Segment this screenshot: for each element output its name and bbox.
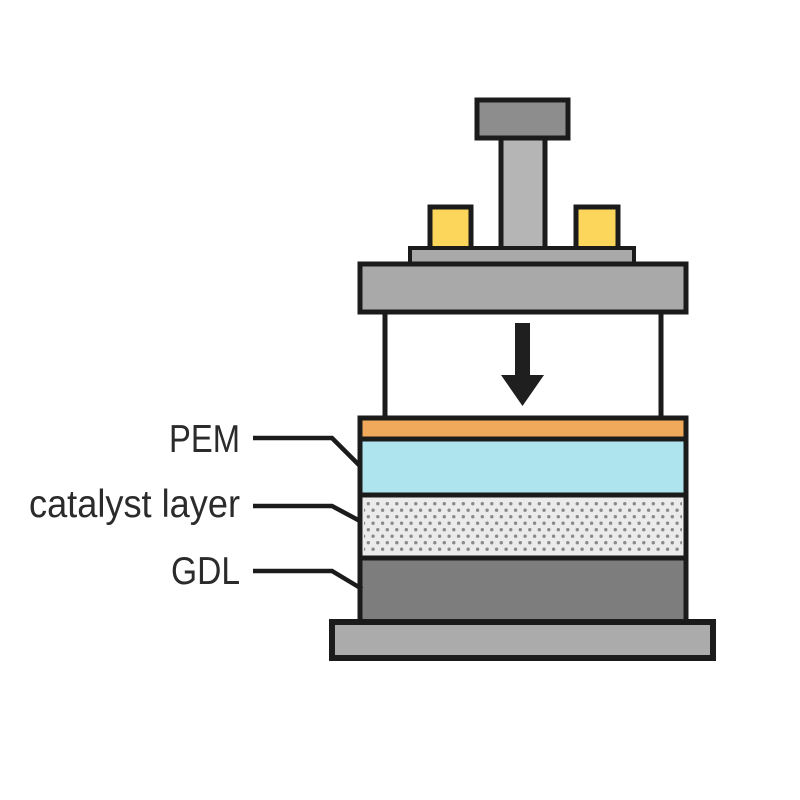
base-plate xyxy=(329,619,716,661)
label-pem: PEM xyxy=(169,418,240,461)
press-piston xyxy=(357,97,689,315)
upper-platen xyxy=(357,261,689,315)
label-gdl: GDL xyxy=(171,550,240,593)
layer-catalyst-stipple xyxy=(364,499,682,554)
leader-line-gdl xyxy=(253,568,364,591)
press-block-left xyxy=(427,204,474,255)
leader-line-catalyst xyxy=(253,503,362,523)
label-catalyst-layer: catalyst layer xyxy=(29,483,240,526)
piston-cap xyxy=(474,97,571,141)
layer-pem xyxy=(357,436,689,498)
press-direction-arrow-icon xyxy=(501,323,544,406)
leader-line-pem xyxy=(253,435,362,468)
mea-layer-stack xyxy=(357,415,689,625)
layer-gdl xyxy=(357,555,689,625)
press-block-right xyxy=(573,204,621,255)
layer-top-film xyxy=(357,415,689,442)
